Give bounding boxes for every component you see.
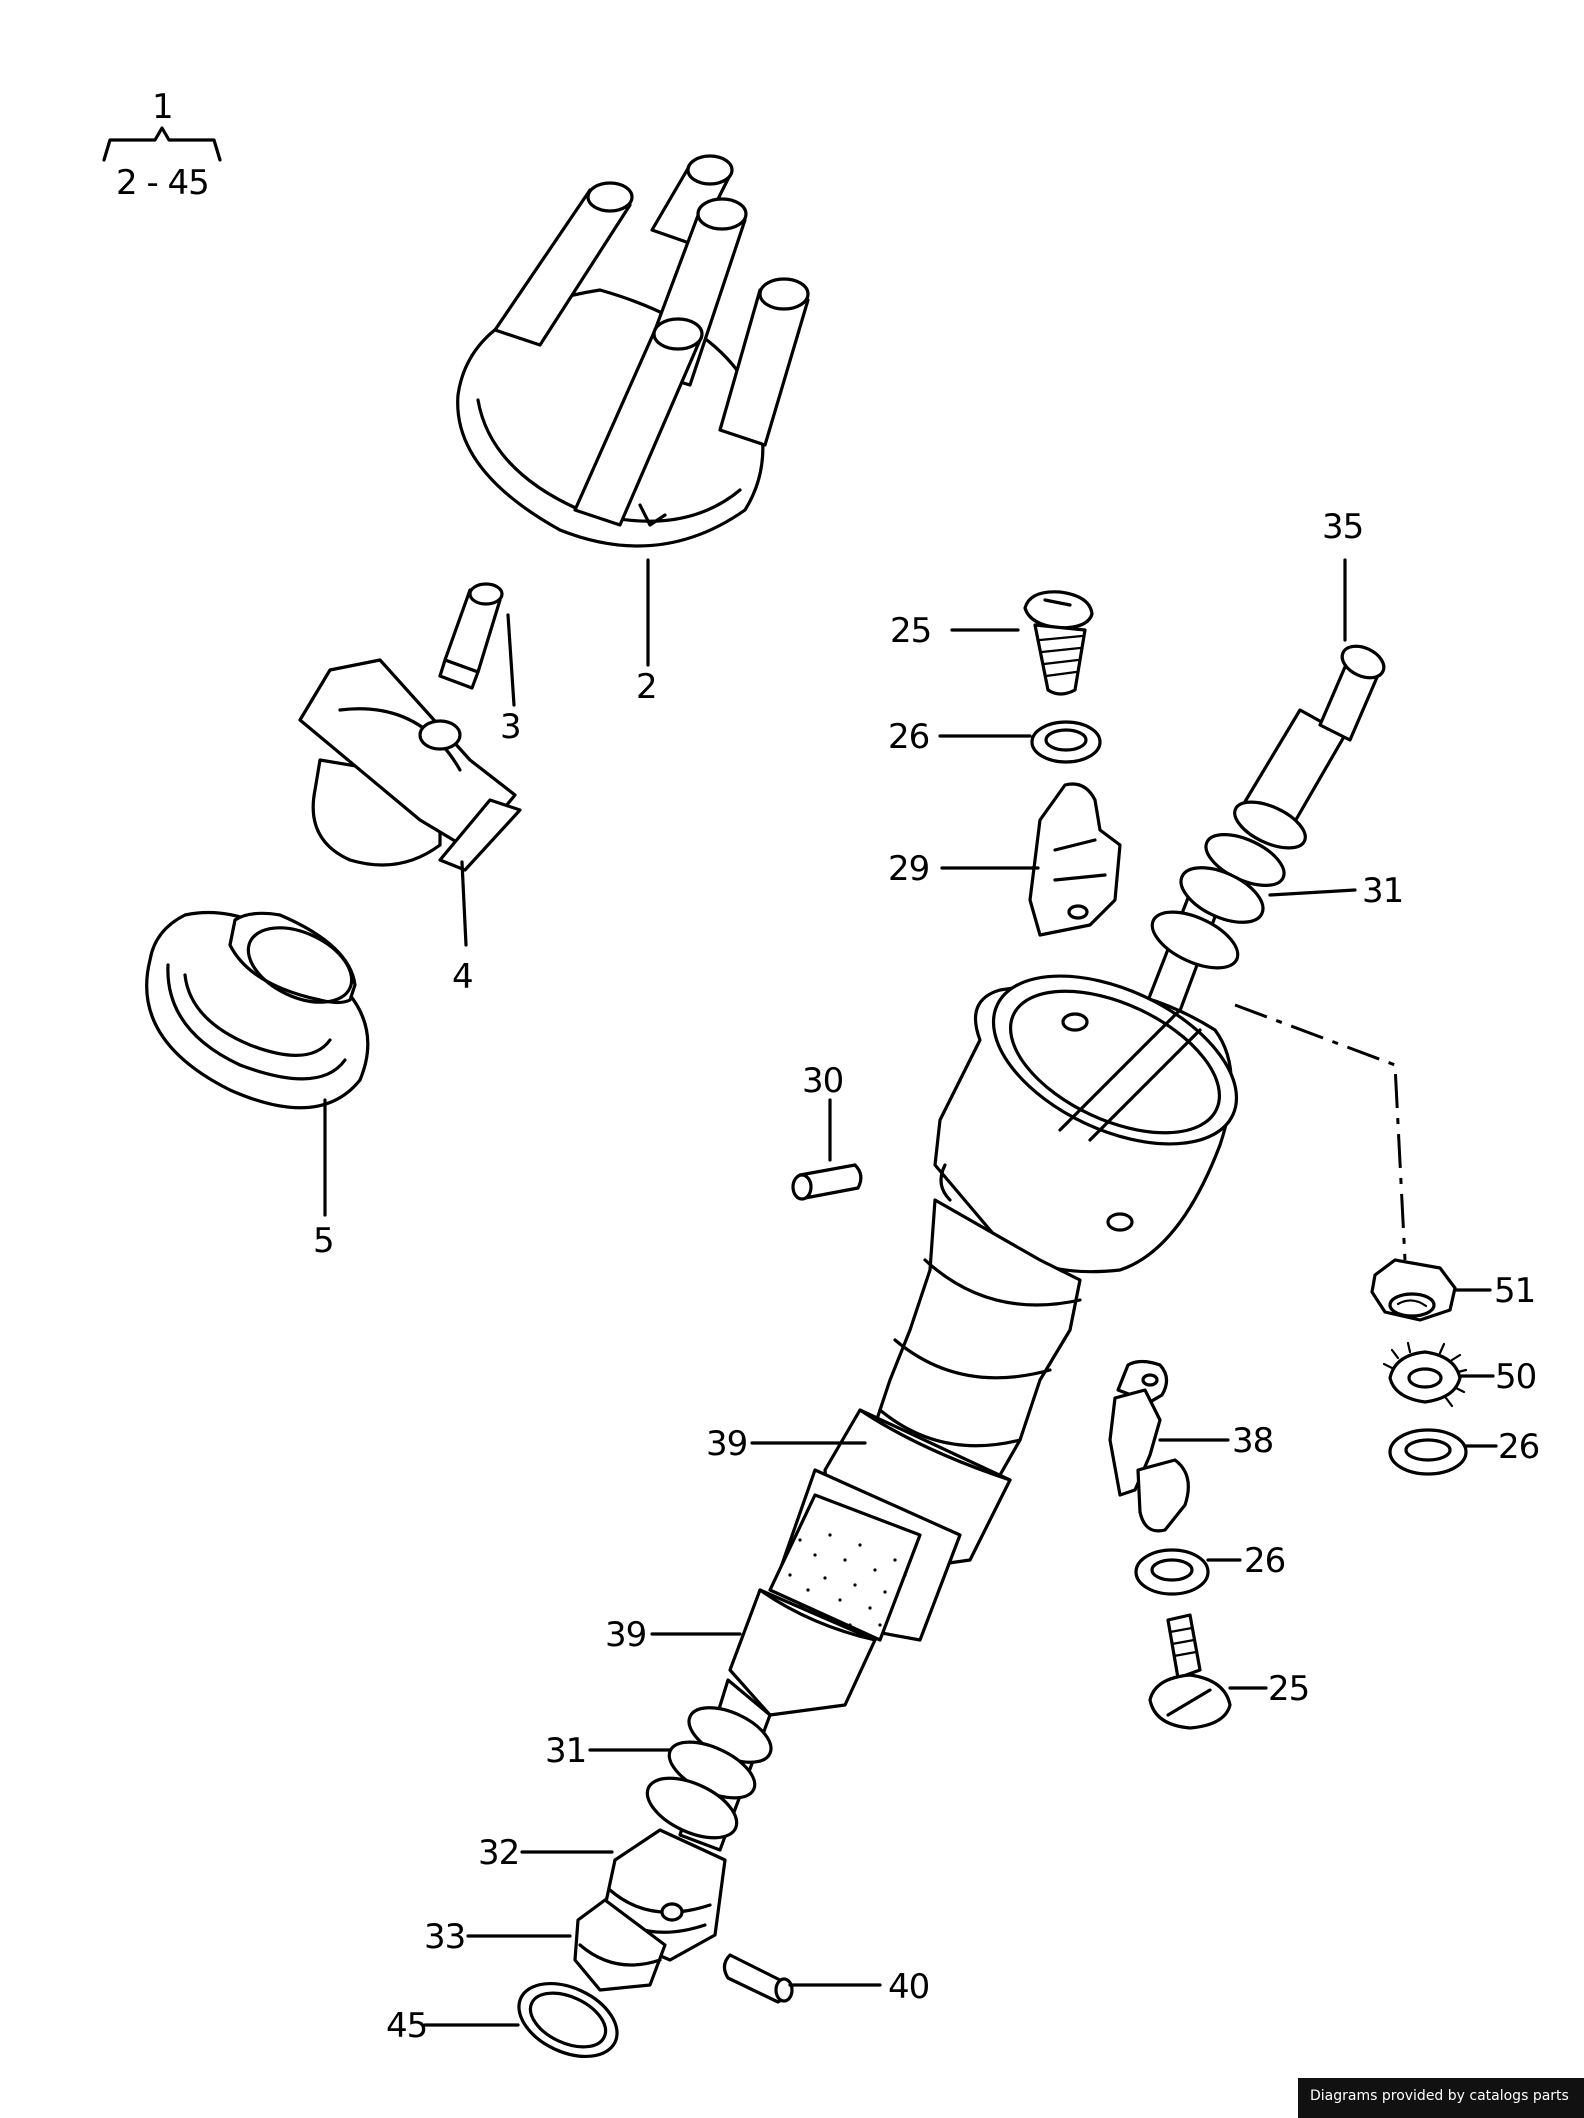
- part-2-distributor-cap: 2: [456, 154, 810, 707]
- callout-31-top: 31: [1362, 871, 1403, 911]
- part-40-pin: 40: [722, 1953, 930, 2007]
- bushing-texture: [788, 1533, 907, 1627]
- callout-2: 2: [636, 667, 657, 707]
- callout-40: 40: [888, 1967, 929, 2007]
- credit-banner: Diagrams provided by catalogs parts: [1298, 2078, 1584, 2118]
- callout-25-lower: 25: [1268, 1669, 1309, 1709]
- part-51-nut: 51: [1370, 1258, 1536, 1322]
- part-31-washers-bottom: 31: [545, 1706, 773, 1840]
- assembly-range: 2 - 45: [116, 163, 209, 203]
- callout-51: 51: [1494, 1271, 1535, 1311]
- part-3-carbon-brush: 3: [438, 582, 522, 747]
- callout-39-upper: 39: [706, 1424, 747, 1464]
- part-30-pin: 30: [791, 1061, 863, 1201]
- assembly-number: 1: [152, 87, 173, 127]
- callout-26-top: 26: [888, 717, 929, 757]
- part-26-washer-top: 26: [888, 717, 1102, 764]
- part-5-dust-shield: 5: [145, 910, 370, 1261]
- assembly-header: 1 2 - 45: [102, 87, 222, 203]
- part-4-rotor-arm: 4: [298, 658, 522, 997]
- callout-4: 4: [452, 957, 473, 997]
- callout-45: 45: [386, 2006, 427, 2046]
- part-29-bracket: 29: [888, 782, 1122, 937]
- callout-50: 50: [1495, 1357, 1536, 1397]
- callout-25-top: 25: [890, 611, 931, 651]
- credit-text: Diagrams provided by catalogs parts: [1310, 2088, 1569, 2104]
- callout-39-lower: 39: [605, 1615, 646, 1655]
- part-26-washer-right: 26: [1388, 1427, 1540, 1476]
- part-38-condenser: 38: [1108, 1359, 1274, 1533]
- part-45-seal-ring: 45: [386, 1982, 619, 2058]
- alignment-dash-line: [1234, 1003, 1407, 1261]
- callout-5: 5: [313, 1221, 334, 1261]
- part-33-ring: 33: [424, 1898, 667, 1992]
- callout-33: 33: [424, 1917, 465, 1957]
- part-31-washers-top: 31: [1150, 800, 1404, 970]
- part-25-screw-lower: 25: [1148, 1613, 1310, 1730]
- callout-32: 32: [478, 1833, 519, 1873]
- part-25-screw-top: 25: [890, 590, 1094, 696]
- callout-26-right: 26: [1498, 1427, 1539, 1467]
- callout-38: 38: [1232, 1421, 1273, 1461]
- callout-29: 29: [888, 849, 929, 889]
- part-26-washer-lower: 26: [1134, 1541, 1286, 1596]
- part-39-bushings: 39 39: [605, 1424, 867, 1655]
- callout-26-lower: 26: [1244, 1541, 1285, 1581]
- callout-30: 30: [802, 1061, 843, 1101]
- callout-3: 3: [500, 707, 521, 747]
- callout-31-bottom: 31: [545, 1731, 586, 1771]
- callout-35: 35: [1322, 507, 1363, 547]
- distributor-housing: [678, 974, 1239, 1852]
- part-50-lock-washer: 50: [1382, 1341, 1537, 1408]
